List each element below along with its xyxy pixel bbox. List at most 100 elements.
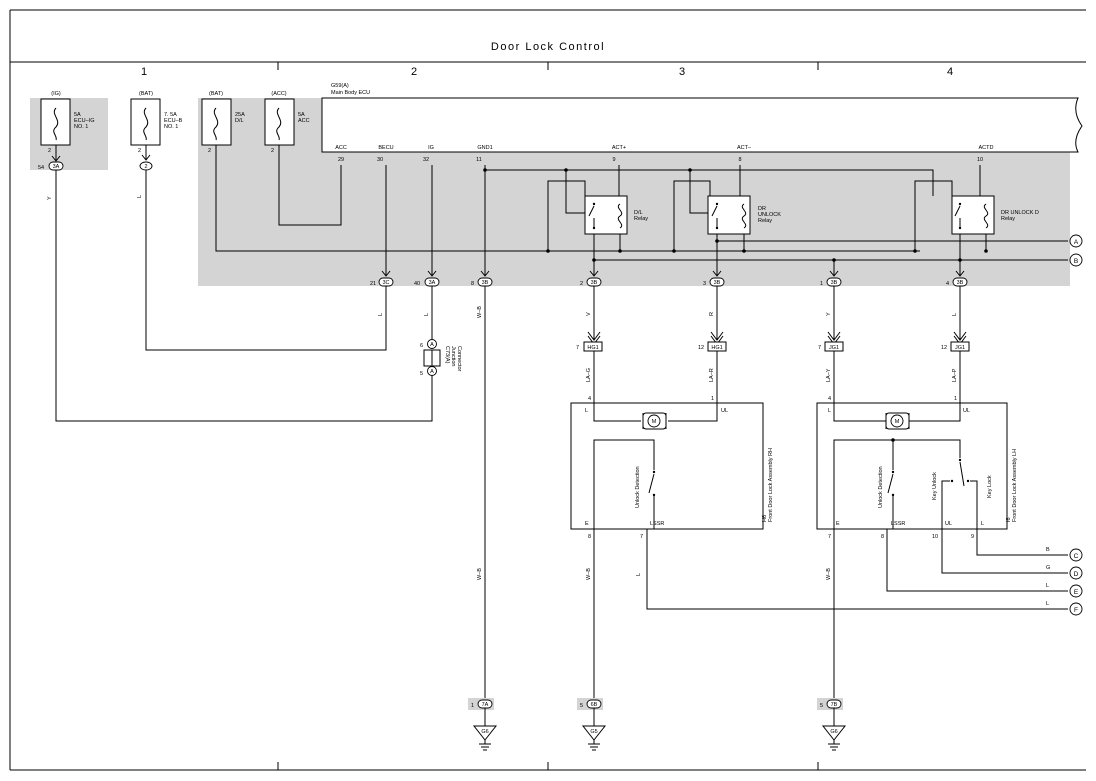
- ground-3: 5 7B G6: [817, 698, 847, 751]
- relay-label: Relay: [634, 216, 648, 222]
- connector-id: JG1: [829, 345, 839, 351]
- connector-pin: 8: [471, 281, 474, 287]
- pin-label: 1: [711, 396, 714, 402]
- connector-id: 3B: [831, 280, 838, 286]
- fuse-pin: 2: [48, 148, 51, 154]
- connector-pin: 2: [580, 281, 583, 287]
- connector-pin: 40: [414, 281, 420, 287]
- connector-id: HG1: [587, 345, 598, 351]
- fuse-body: [130, 98, 161, 146]
- connector-pin: 12: [698, 345, 704, 351]
- terminal-pin: 30: [377, 157, 383, 163]
- fuse-name: ACC: [298, 118, 310, 124]
- connector-id: 3A: [429, 280, 436, 286]
- coil-icon: [741, 203, 747, 229]
- ref-label: A: [1074, 239, 1079, 246]
- ground-conn: 6B: [591, 702, 598, 708]
- connector-pin: 3: [703, 281, 706, 287]
- ground-1: 1 7A G6: [468, 698, 498, 751]
- zone-label: 4: [947, 66, 953, 78]
- pin-label: 8: [881, 534, 884, 540]
- ground-icon: [479, 740, 491, 751]
- relay-label: Relay: [758, 218, 772, 224]
- pin-label: 7: [828, 534, 831, 540]
- ref-d: D: [1069, 566, 1083, 580]
- zone-label: 1: [141, 66, 147, 78]
- connector-id: 3B: [957, 280, 964, 286]
- junction-pin: 6: [420, 343, 423, 349]
- connector-pin: 12: [941, 345, 947, 351]
- pin-label: 4: [588, 396, 591, 402]
- fuse-rating: 5A: [298, 112, 305, 118]
- wire-color: L: [137, 195, 143, 198]
- fuse-3: (BAT) 25A D/L 2: [201, 91, 245, 154]
- junction-conn: A: [430, 342, 434, 348]
- connector-pin: 4: [946, 281, 949, 287]
- fuse-rating: 5A: [74, 112, 81, 118]
- connector-pin: 1: [820, 281, 823, 287]
- terminal-label: LSSR: [891, 521, 905, 527]
- wire-color: V: [586, 312, 592, 316]
- wire-color: Y: [826, 312, 832, 316]
- terminal-name: IG: [428, 145, 434, 151]
- junction-conn: A: [430, 369, 434, 375]
- terminal-name: GND1: [477, 145, 492, 151]
- component-name: Front Door Lock Assembly LH: [1012, 449, 1018, 522]
- frame: [9, 9, 1086, 771]
- lh-door-lock-assembly: 4 1 L UL M Unlock Detection Key Unlock K…: [816, 396, 1018, 540]
- wire-color: B: [1046, 547, 1050, 553]
- terminal-name: ACTD: [979, 145, 994, 151]
- terminal-pin: 10: [977, 157, 983, 163]
- fuse-body: [40, 98, 71, 146]
- ground-name: G6: [830, 729, 837, 735]
- connector-id: 3B: [482, 280, 489, 286]
- wire-color: L: [1046, 583, 1049, 589]
- ref-label: B: [1074, 258, 1078, 265]
- ground-2: 5 6B G5: [577, 698, 607, 751]
- fuse-name-2: NO. 1: [164, 124, 178, 130]
- wire-color: L: [636, 573, 642, 576]
- ground-name: G5: [590, 729, 597, 735]
- terminal-pin: 9: [612, 157, 615, 163]
- relay-label: D/L: [634, 210, 643, 216]
- wire-color: L: [952, 313, 958, 316]
- ground-conn: 7A: [482, 702, 489, 708]
- fuse-pin: 2: [208, 148, 211, 154]
- junction-connector: 6 A 5 A C73(A) Junction Connector: [420, 339, 462, 377]
- fuse-name: ECU–B: [164, 118, 183, 124]
- component-ref: I6: [1006, 517, 1012, 522]
- ref-label: F: [1074, 607, 1078, 614]
- pin-label: 8: [588, 534, 591, 540]
- ground-icon: [588, 740, 600, 751]
- ground-name: G6: [481, 729, 488, 735]
- fuse-name: D/L: [235, 118, 244, 124]
- fuse-icon: [213, 107, 219, 141]
- connector-id: HG1: [711, 345, 722, 351]
- wire-color: W–B: [477, 306, 483, 318]
- fuse-pin: 2: [138, 148, 141, 154]
- terminal-label: UL: [945, 521, 952, 527]
- relay-dl: D/L Relay: [584, 195, 648, 235]
- terminal-label: UL: [721, 408, 728, 414]
- wire-color: Y: [47, 196, 53, 200]
- relay-dr-unlock-d: DR UNLOCK D Relay: [951, 195, 1039, 235]
- coil-icon: [983, 203, 989, 229]
- pin-label: 10: [932, 534, 938, 540]
- ecu-name: Main Body ECU: [331, 90, 370, 96]
- junction-pin: 5: [420, 371, 423, 377]
- ecu-terminals: ACC 29 BECU 30 IG 32 GND1 11 ACT+ 9 ACT–…: [335, 145, 993, 163]
- terminal-pin: 8: [738, 157, 741, 163]
- junction-label: Junction: [450, 346, 456, 367]
- fuse-2: (BAT) 7. 5A ECU–B NO. 1 2: [130, 91, 183, 154]
- terminal-name: BECU: [378, 145, 393, 151]
- connector-id: 2: [144, 164, 147, 170]
- fuse-pin: 2: [271, 148, 274, 154]
- ref-a: A: [1069, 234, 1083, 248]
- wire-color: L: [378, 313, 384, 316]
- ecu-body: [321, 97, 1083, 153]
- ground-pin: 5: [580, 703, 583, 709]
- ground-conn: 7B: [831, 702, 838, 708]
- pin-label: 9: [971, 534, 974, 540]
- zone-label: 3: [679, 66, 685, 78]
